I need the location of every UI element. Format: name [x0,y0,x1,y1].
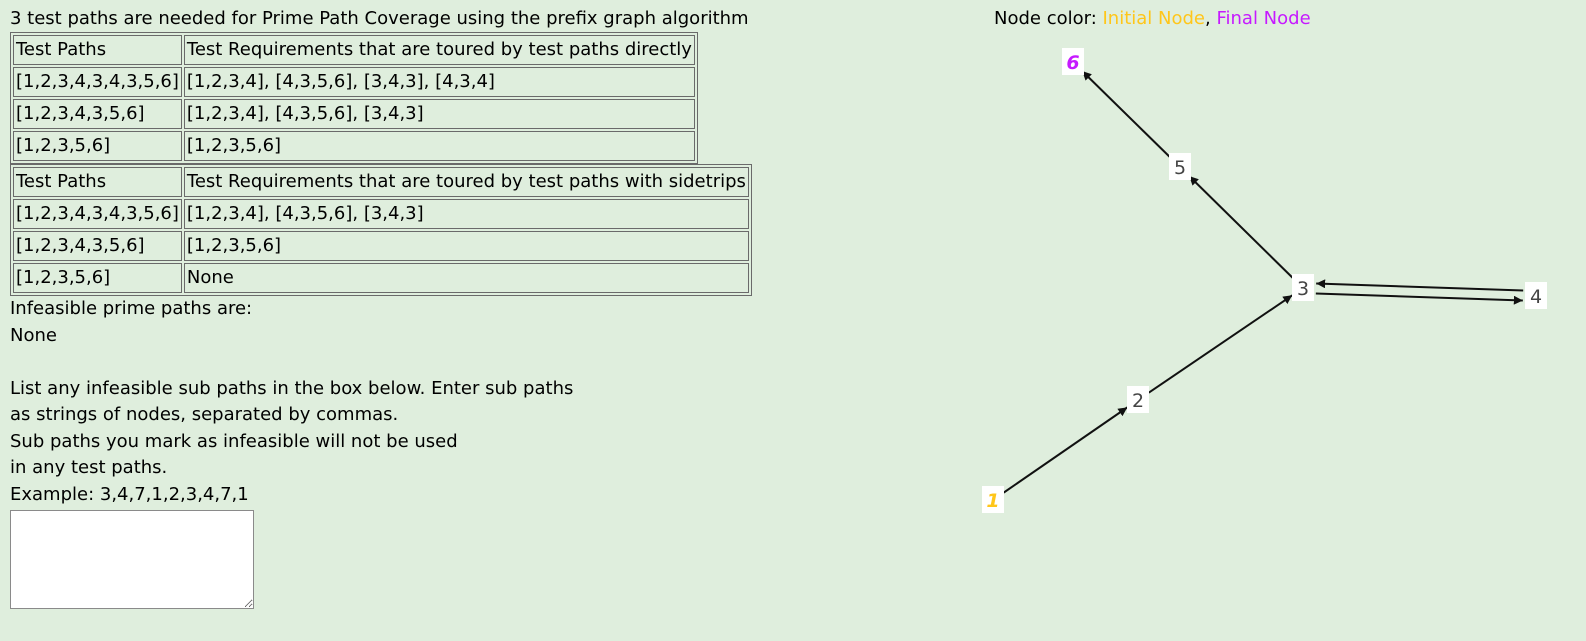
legend-prefix: Node color: [994,8,1103,29]
table-header-row: Test Paths Test Requirements that are to… [13,167,749,197]
requirements-cell: [1,2,3,4], [4,3,5,6], [3,4,3] [183,199,749,229]
test-path-cell: [1,2,3,5,6] [13,131,182,161]
table-row: [1,2,3,5,6] None [13,263,749,293]
edge-2-to-3 [1148,294,1293,394]
legend-initial-node: Initial Node [1102,8,1206,29]
table-row: [1,2,3,4,3,4,3,5,6] [1,2,3,4], [4,3,5,6]… [13,199,749,229]
node-label: 3 [1297,278,1309,300]
table-row: [1,2,3,4,3,5,6] [1,2,3,4], [4,3,5,6], [3… [13,99,695,129]
instruction-line: Sub paths you mark as infeasible will no… [10,430,458,452]
node-label-background [1169,153,1191,180]
node-label-background [982,486,1004,513]
instruction-line: List any infeasible sub paths in the box… [10,377,574,399]
graph-node-4[interactable]: 4 [1525,282,1547,309]
requirements-cell: [1,2,3,5,6] [183,131,695,161]
column-header-requirements: Test Requirements that are toured by tes… [183,167,749,197]
column-header-requirements: Test Requirements that are toured by tes… [183,35,695,65]
column-header-test-paths: Test Paths [13,35,182,65]
table-row: [1,2,3,5,6] [1,2,3,5,6] [13,131,695,161]
node-label: 1 [986,490,999,512]
graph-node-3[interactable]: 3 [1292,274,1314,301]
node-label-background [1525,282,1547,309]
sidetrip-tour-table: Test Paths Test Requirements that are to… [10,164,752,296]
node-color-legend: Node color: Initial Node, Final Node [994,6,1311,32]
requirements-cell: [1,2,3,5,6] [183,231,749,261]
test-path-cell: [1,2,3,4,3,5,6] [13,231,182,261]
table-row: [1,2,3,4,3,5,6] [1,2,3,5,6] [13,231,749,261]
node-label: 6 [1066,52,1079,74]
test-path-cell: [1,2,3,4,3,5,6] [13,99,182,129]
node-label: 5 [1174,157,1186,179]
graph-node-2[interactable]: 2 [1127,386,1149,413]
table-row: [1,2,3,4,3,4,3,5,6] [1,2,3,4], [4,3,5,6]… [13,67,695,97]
node-label: 2 [1132,390,1144,412]
node-label-background [1062,48,1084,75]
edge-5-to-6 [1081,70,1172,159]
test-path-cell: [1,2,3,5,6] [13,263,182,293]
node-label: 4 [1530,286,1542,308]
direct-tour-table: Test Paths Test Requirements that are to… [10,32,698,164]
node-label-background [1292,274,1314,301]
column-header-test-paths: Test Paths [13,167,182,197]
test-path-cell: [1,2,3,4,3,4,3,5,6] [13,67,182,97]
edge-4-to-3 [1316,279,1524,292]
requirements-cell: [1,2,3,4], [4,3,5,6], [3,4,3] [183,99,695,129]
table-header-row: Test Paths Test Requirements that are to… [13,35,695,65]
infeasible-label: Infeasible prime paths are: [10,298,253,319]
instruction-line: in any test paths. [10,457,168,478]
graph-node-1[interactable]: 1 [982,486,1004,513]
page-heading: 3 test paths are needed for Prime Path C… [10,8,749,29]
edge-1-to-2 [1003,406,1128,494]
instruction-line: as strings of nodes, separated by commas… [10,404,399,425]
legend-separator: , [1205,8,1217,29]
example-line: Example: 3,4,7,1,2,3,4,7,1 [10,483,249,505]
node-label-background [1127,386,1149,413]
edge-3-to-4 [1315,292,1523,305]
graph-node-5[interactable]: 5 [1169,153,1191,180]
graph-node-6[interactable]: 6 [1062,48,1084,75]
edge-3-to-5 [1188,175,1295,280]
test-path-cell: [1,2,3,4,3,4,3,5,6] [13,199,182,229]
requirements-cell: None [183,263,749,293]
infeasible-value: None [10,324,57,346]
legend-final-node: Final Node [1216,8,1311,29]
left-panel: 3 test paths are needed for Prime Path C… [10,6,770,614]
requirements-cell: [1,2,3,4], [4,3,5,6], [3,4,3], [4,3,4] [183,67,695,97]
infeasible-subpaths-input[interactable] [10,510,254,609]
